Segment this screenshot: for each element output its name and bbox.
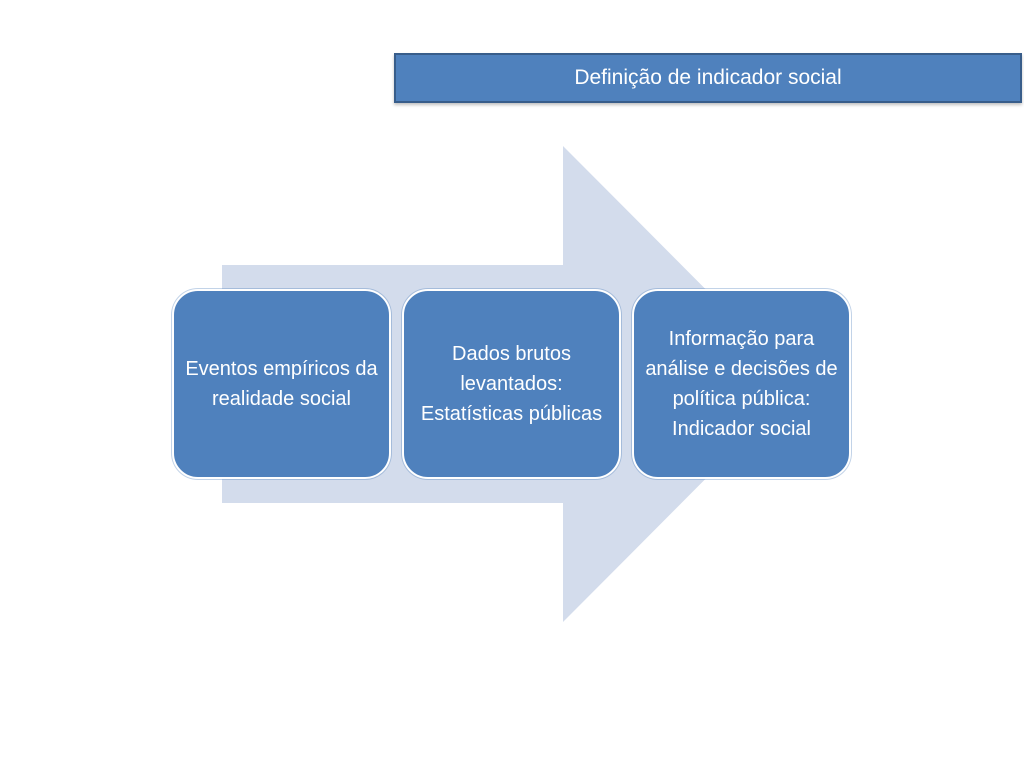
process-step-information: Informação para análise e decisões de po…	[632, 289, 851, 479]
process-step-label: Dados brutos levantados: Estatísticas pú…	[420, 343, 603, 425]
slide-title: Definição de indicador social	[574, 66, 842, 89]
process-step-events: Eventos empíricos da realidade social	[172, 289, 391, 479]
process-step-label: Eventos empíricos da realidade social	[185, 358, 378, 410]
process-step-raw-data: Dados brutos levantados: Estatísticas pú…	[402, 289, 621, 479]
process-step-label: Informação para análise e decisões de po…	[645, 328, 838, 440]
slide-title-box: Definição de indicador social	[394, 53, 1022, 103]
